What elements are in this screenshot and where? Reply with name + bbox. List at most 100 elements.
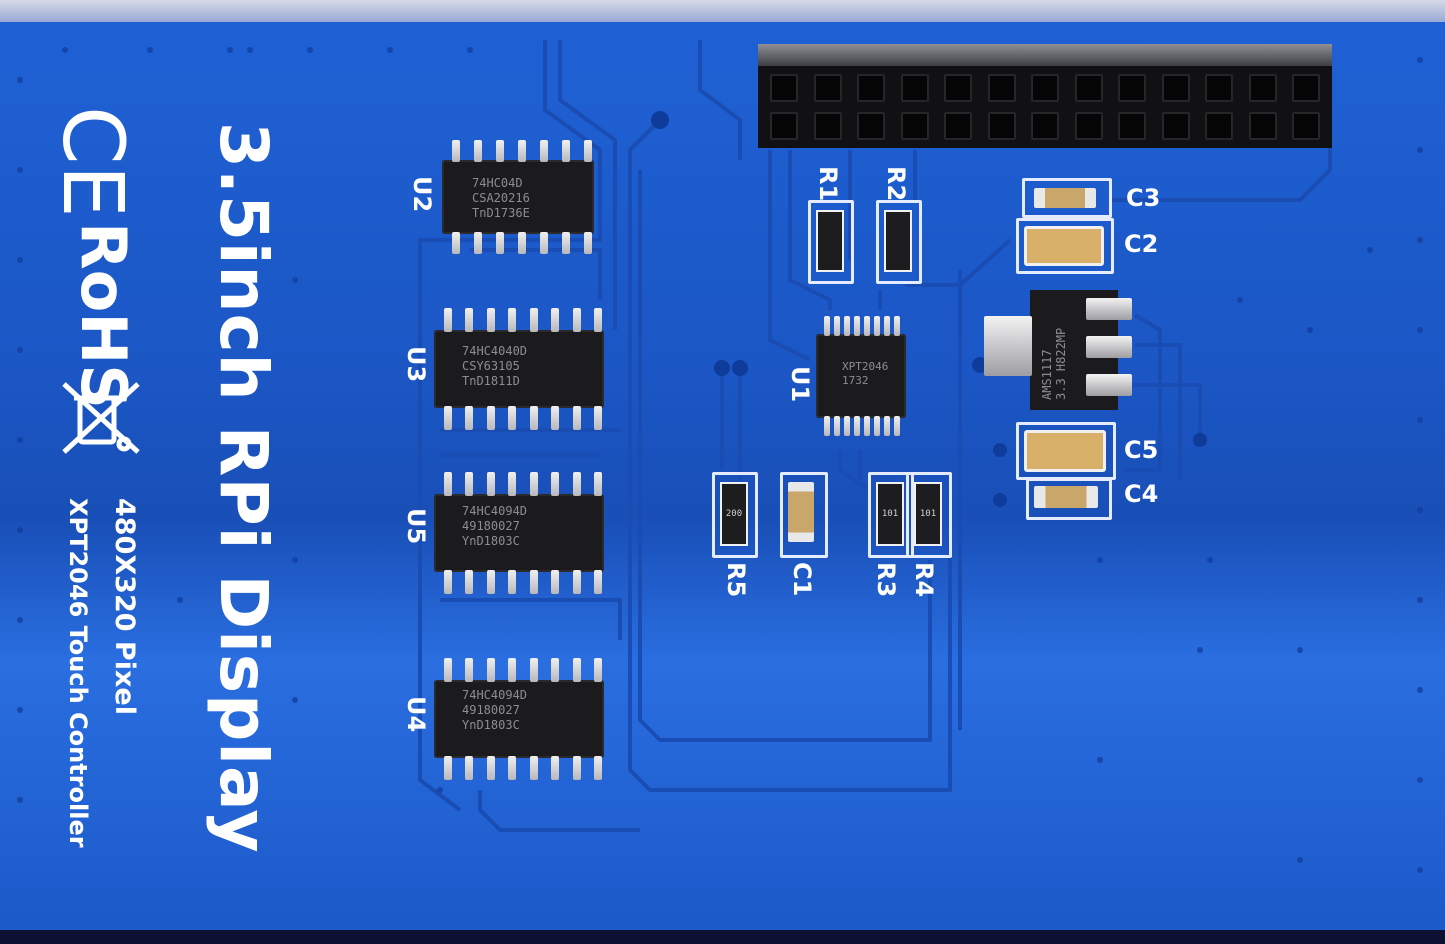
chip-pin [594,658,602,682]
header-pin-hole [987,112,1016,140]
chip-u2-marking: 74HC04D CSA20216 TnD1736E [472,176,530,220]
chip-pin [518,140,526,162]
header-pin-hole [944,112,972,140]
header-pin-hole [1118,74,1146,102]
ce-mark-icon: CE [44,106,142,218]
header-pin-hole [1248,74,1277,102]
header-pin-hole [1161,74,1190,102]
regulator-tab [984,316,1032,376]
chip-pin [529,472,538,496]
chip-pin [452,232,460,254]
chip-pin [444,472,452,496]
resistor-r2 [884,210,912,272]
chip-pin [474,140,482,162]
chip-u3-marking: 74HC4040D CSY63105 TnD1811D [462,344,528,388]
r1-label: R1 [814,166,842,202]
r4-pad-frame [906,472,952,558]
chip-pin [584,140,592,162]
r3-value: 101 [881,509,899,519]
chip-pin [551,658,560,682]
header-pin-hole [1205,112,1233,140]
chip-pin [508,756,517,780]
header-pin-hole [813,74,842,102]
chip-pin [444,658,452,682]
header-pin-hole [1205,74,1233,102]
resistor-r5: 200 [720,482,748,546]
crossed-bin-icon [62,382,140,454]
header-pin-hole [1248,112,1277,140]
lcd-top-edge [0,0,1445,22]
chip-pin [864,316,870,336]
header-pin-hole [857,112,885,140]
chip-pin [894,416,900,436]
chip-pin [474,232,482,254]
chip-u1-marking: XPT2046 1732 [842,360,889,387]
chip-pin [529,406,538,430]
chip-u1: XPT2046 1732 [816,334,906,418]
c1-label: C1 [788,562,816,597]
chip-pin [551,308,560,332]
chip-pin [540,232,548,254]
chip-pin [496,140,504,162]
capacitor-c3 [1034,188,1096,208]
chip-pin [508,472,517,496]
header-pin-hole [900,74,929,102]
chip-pin [508,308,517,332]
header-pin-hole [1031,74,1059,102]
chip-pin [465,658,474,682]
chip-u5-marking: 74HC4094D 49180027 YnD1803C [462,504,528,548]
r5-pad-frame [712,472,758,558]
capacitor-c5 [1024,430,1106,472]
resistor-r4: 101 [914,482,942,546]
chip-pin [486,406,495,430]
header-pin-hole [987,74,1016,102]
header-pin-hole [1074,74,1103,102]
board-bottom-edge [0,930,1445,944]
header-pin-hole [944,74,972,102]
chip-pin [486,308,495,332]
regulator-marking: AMS1117 3.3 H822MP [1040,327,1068,400]
c1-pad-frame [780,472,828,558]
u3-label: U3 [402,346,430,383]
chip-u3: 74HC4040D CSY63105 TnD1811D [434,330,604,408]
chip-pin [562,232,570,254]
header-pin-hole [1074,112,1103,140]
chip-pin [551,406,560,430]
chip-u5: 74HC4094D 49180027 YnD1803C [434,494,604,572]
header-pin-hole [813,112,842,140]
c4-label: C4 [1124,480,1159,508]
chip-pin [864,416,870,436]
c3-pad-frame [1022,178,1112,218]
header-pin-hole [1292,74,1320,102]
chip-pin [894,316,900,336]
chip-pin [572,756,581,780]
chip-pin [874,416,880,436]
r2-pad-frame [876,200,922,284]
u4-label: U4 [402,696,430,733]
regulator-pin-2 [1086,336,1132,358]
chip-pin [594,570,602,594]
chip-pin [508,406,517,430]
chip-pin [834,316,840,336]
capacitor-c1 [788,482,814,542]
chip-pin [518,232,526,254]
chip-pin [444,406,452,430]
header-pin-hole [1118,112,1146,140]
chip-pin [529,756,538,780]
chip-pin [529,658,538,682]
chip-pin [508,570,517,594]
chip-pin [572,472,581,496]
chip-pin [844,316,850,336]
chip-pin [572,658,581,682]
chip-pin [551,472,560,496]
c2-pad-frame [1016,218,1114,274]
chip-pin [884,416,890,436]
chip-pin [834,416,840,436]
chip-pin [496,232,504,254]
resistor-r3: 101 [876,482,904,546]
chip-pin [508,658,517,682]
chip-pin [486,570,495,594]
header-pin-hole [770,74,798,102]
chip-u4: 74HC4094D 49180027 YnD1803C [434,680,604,758]
